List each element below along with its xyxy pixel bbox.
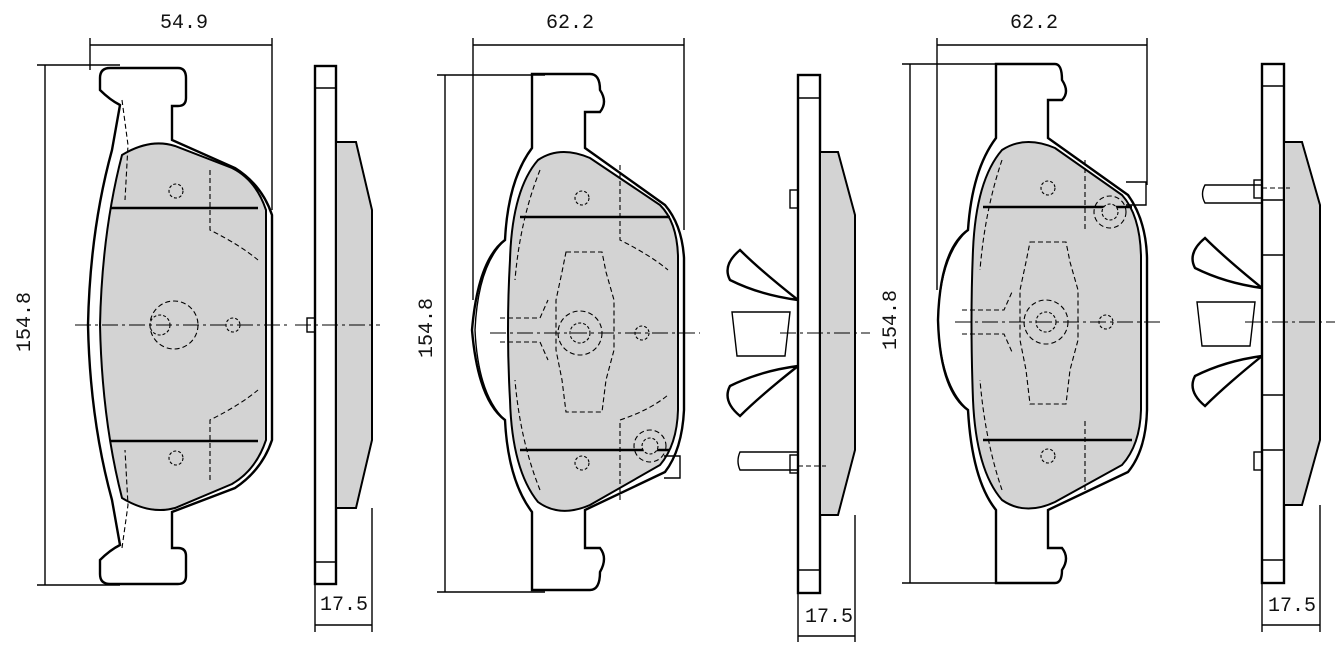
pad1-front-view: 54.9 154.8 [14, 12, 290, 586]
pad1-friction-material [98, 142, 267, 511]
pad2-side-view: 17.5 [726, 73, 870, 642]
pad1-width-label: 54.9 [160, 12, 208, 35]
pad2-friction-material [507, 151, 679, 512]
pad2-thickness-label: 17.5 [805, 606, 853, 629]
pad3-front-view: 62.2 154.8 [880, 12, 1160, 585]
pad2-height-label: 154.8 [416, 298, 439, 358]
pad1-backing-plate [86, 66, 274, 586]
pad1-thickness-label: 17.5 [320, 594, 368, 617]
pad3-side-view: 17.5 [1191, 62, 1335, 632]
pad2-backing-plate [470, 72, 686, 592]
pad3-thickness-label: 17.5 [1268, 595, 1316, 618]
pad3-width-label: 62.2 [1010, 12, 1058, 35]
pad1-height-label: 154.8 [14, 292, 37, 352]
pad1-side-view: 17.5 [295, 64, 380, 632]
pad2-front-view: 62.2 154.8 [416, 12, 700, 593]
pad2-width-label: 62.2 [546, 12, 594, 35]
pad3-height-label: 154.8 [880, 290, 903, 350]
